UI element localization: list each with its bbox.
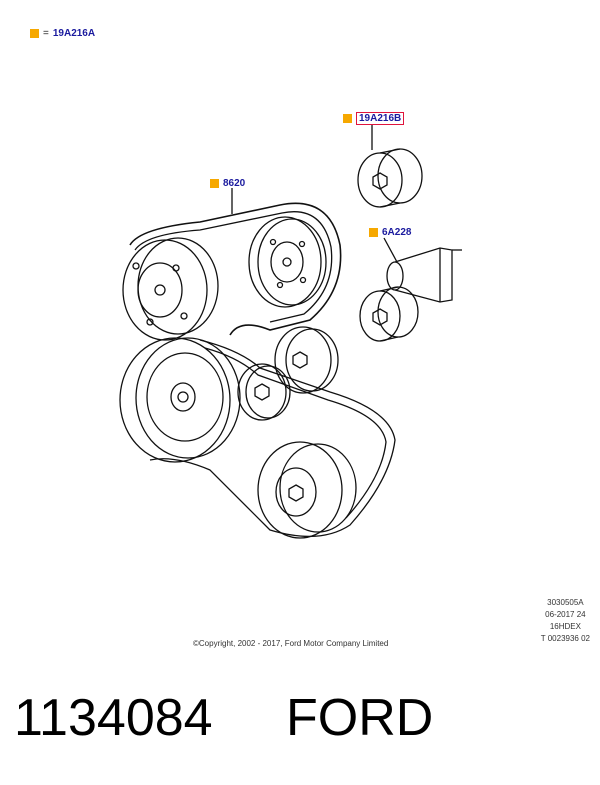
legend: = 19A216A bbox=[30, 28, 95, 39]
accent-square-icon bbox=[30, 29, 39, 38]
drawing-metadata: 3030505A 06-2017 24 16HDEX T 0023936 02 bbox=[541, 597, 590, 645]
callout-code-8620[interactable]: 8620 bbox=[223, 178, 246, 189]
pulley-crankshaft bbox=[119, 337, 241, 463]
part-number: 1134084 bbox=[14, 689, 213, 747]
leader-6A228 bbox=[383, 237, 398, 263]
legend-code: 19A216A bbox=[52, 28, 96, 39]
idler-small bbox=[237, 363, 291, 421]
pulley-upper-left bbox=[122, 237, 219, 341]
tensioner-6A228 bbox=[359, 247, 462, 342]
copyright-notice: ©Copyright, 2002 - 2017, Ford Motor Comp… bbox=[193, 639, 389, 648]
meta-line-4: T 0023936 02 bbox=[540, 634, 590, 643]
accent-square-icon bbox=[210, 179, 219, 188]
tensioner-pulley-19A216B bbox=[357, 148, 423, 208]
callout-tensioner[interactable]: 6A228 bbox=[369, 227, 411, 238]
meta-line-1: 3030505A bbox=[547, 598, 584, 607]
callout-code-6A228[interactable]: 6A228 bbox=[382, 227, 412, 238]
brand-name: FORD bbox=[286, 689, 434, 747]
callout-code-19A216B[interactable]: 19A216B bbox=[356, 112, 405, 125]
pulley-lower-right bbox=[257, 441, 357, 539]
idler-upper bbox=[274, 326, 339, 394]
accent-square-icon bbox=[369, 228, 378, 237]
callout-tensioner-pulley[interactable]: 19A216B bbox=[343, 112, 405, 125]
meta-line-2: 06-2017 24 bbox=[545, 610, 586, 619]
accent-square-icon bbox=[343, 114, 352, 123]
meta-line-3: 16HDEX bbox=[549, 622, 581, 631]
legend-equals: = bbox=[43, 28, 49, 39]
callout-belt[interactable]: 8620 bbox=[210, 178, 245, 189]
belt bbox=[129, 202, 342, 336]
pulley-upper-right bbox=[248, 216, 327, 308]
